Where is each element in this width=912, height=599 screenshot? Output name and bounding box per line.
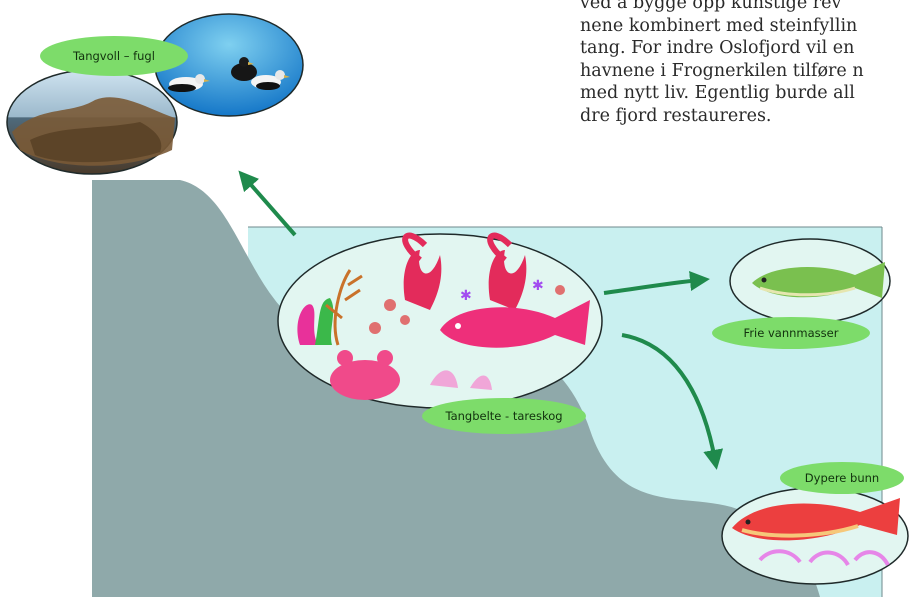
open-water-photo xyxy=(730,239,890,323)
deep-bottom-photo xyxy=(722,488,908,584)
body-line-5: med nytt liv. Egentlig burde all xyxy=(580,82,912,105)
label-tangvoll: Tangvoll – fugl xyxy=(40,36,188,76)
body-line-2: nene kombinert med steinfyllin xyxy=(580,15,912,38)
body-line-6: dre fjord restaureres. xyxy=(580,105,912,128)
label-tangbelte-text: Tangbelte - tareskog xyxy=(445,409,562,423)
label-frie-vannmasser-text: Frie vannmasser xyxy=(744,326,839,340)
svg-text:✱: ✱ xyxy=(460,288,472,304)
kelp-forest-illustration: ✱ ✱ xyxy=(278,234,602,408)
label-frie-vannmasser: Frie vannmasser xyxy=(712,317,870,349)
body-line-3: tang. For indre Oslofjord vil en xyxy=(580,37,912,60)
body-line-4: havnene i Frognerkilen tilføre n xyxy=(580,60,912,83)
shore-photo xyxy=(7,70,177,174)
svg-text:✱: ✱ xyxy=(532,278,544,294)
arrow-to-shore xyxy=(245,178,295,235)
body-paragraph: ved å bygge opp kunstige rev nene kombin… xyxy=(580,0,912,127)
label-tangbelte: Tangbelte - tareskog xyxy=(422,398,586,434)
label-dypere-bunn-text: Dypere bunn xyxy=(805,471,879,485)
body-line-1: ved å bygge opp kunstige rev xyxy=(580,0,912,15)
label-dypere-bunn: Dypere bunn xyxy=(780,462,904,494)
label-tangvoll-text: Tangvoll – fugl xyxy=(73,49,155,63)
